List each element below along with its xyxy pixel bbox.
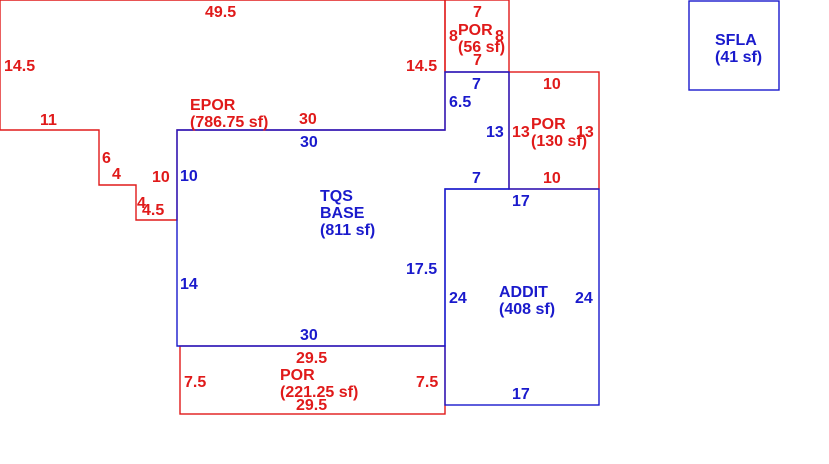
- por-bottom-name: POR: [280, 367, 315, 384]
- dim-addit-top: 17: [512, 193, 530, 210]
- dim-epor-top: 49.5: [205, 4, 236, 21]
- dim-epor-step4: 4: [137, 195, 146, 212]
- dim-epor-left: 14.5: [4, 58, 35, 75]
- sfla-outline[interactable]: [688, 0, 780, 91]
- dim-epor-step2: 6: [102, 150, 111, 167]
- addit-outline[interactable]: [444, 188, 600, 406]
- dim-epor-bottom: 30: [299, 111, 317, 128]
- dim-base-bottom: 30: [300, 327, 318, 344]
- dim-base-notch-side: 6.5: [449, 94, 471, 111]
- dim-epor-right: 14.5: [406, 58, 437, 75]
- dim-por-bottom-bottom: 29.5: [296, 397, 327, 414]
- por-small-area: (56 sf): [458, 39, 505, 56]
- dim-base-left-upper: 10: [180, 168, 198, 185]
- dim-base-notch-right: 13: [486, 124, 504, 141]
- base-area: (811 sf): [320, 222, 375, 239]
- dim-por-bottom-right: 7.5: [416, 374, 438, 391]
- dim-epor-step1: 11: [40, 112, 57, 129]
- sfla-name: SFLA: [715, 32, 757, 49]
- addit-area: (408 sf): [499, 301, 555, 318]
- dim-addit-bottom: 17: [512, 386, 530, 403]
- por-bottom-area: (221.25 sf): [280, 384, 358, 401]
- epor-area: (786.75 sf): [190, 114, 268, 131]
- dim-base-top: 30: [300, 134, 318, 151]
- dim-base-notch-bottom: 7: [472, 170, 481, 187]
- addit-name: ADDIT: [499, 284, 548, 301]
- dim-por-small-left: 8: [449, 28, 458, 45]
- por-right-name: POR: [531, 116, 566, 133]
- dim-por-bottom-left: 7.5: [184, 374, 206, 391]
- dim-por-right-left: 13: [512, 124, 530, 141]
- dim-addit-right: 24: [575, 290, 593, 307]
- dim-por-small-bottom: 7: [473, 52, 482, 69]
- sfla-area: (41 sf): [715, 49, 762, 66]
- dim-epor-step5: 4.5: [142, 202, 164, 219]
- dim-por-small-right: 8: [495, 28, 504, 45]
- dim-por-right-top: 10: [543, 76, 561, 93]
- dim-base-notch-top: 7: [472, 76, 481, 93]
- dim-addit-left: 24: [449, 290, 467, 307]
- dim-por-right-right: 13: [576, 124, 594, 141]
- dim-por-right-bottom: 10: [543, 170, 561, 187]
- dim-por-small-top: 7: [473, 4, 482, 21]
- dim-base-right: 17.5: [406, 261, 437, 278]
- dim-epor-step3: 4: [112, 166, 121, 183]
- epor-name: EPOR: [190, 97, 236, 114]
- base-name-2: BASE: [320, 205, 365, 222]
- dim-base-left-lower: 14: [180, 276, 198, 293]
- base-name-1: TQS: [320, 188, 353, 205]
- dim-epor-inner-left: 10: [152, 169, 170, 186]
- dim-por-bottom-top: 29.5: [296, 350, 327, 367]
- por-right-area: (130 sf): [531, 133, 587, 150]
- por-small-name: POR: [458, 22, 493, 39]
